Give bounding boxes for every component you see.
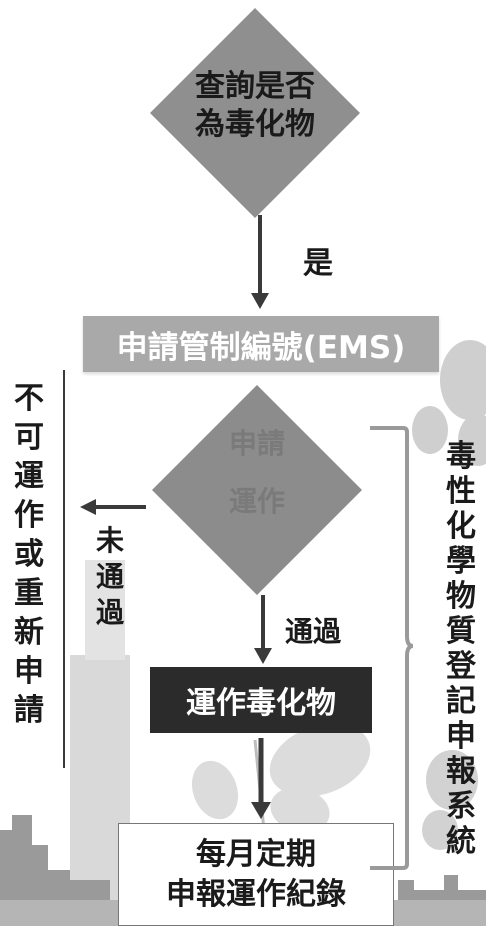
decision-operate-diamond xyxy=(152,385,362,595)
not-allowed-char-1: 不 xyxy=(14,381,44,416)
arrow-pass xyxy=(254,595,272,664)
pass-label: 通過 xyxy=(285,615,342,648)
monthly-report-line-2: 申報運作紀錄 xyxy=(166,876,346,912)
reg-char-4: 學 xyxy=(446,544,476,579)
reg-char-7: 登 xyxy=(446,649,476,684)
butterfly-top-right-icon xyxy=(412,340,486,466)
fail-char-1: 未 xyxy=(95,524,124,557)
reg-char-10: 報 xyxy=(446,754,476,789)
fail-char-3: 過 xyxy=(95,596,124,629)
not-allowed-label: 不 可 運 作 或 重 新 申 請 xyxy=(8,384,50,726)
decision-operate-line-2: 運作 xyxy=(228,485,285,518)
not-allowed-char-9: 請 xyxy=(14,693,44,728)
right-bracket xyxy=(370,426,414,870)
arrow-report xyxy=(251,738,271,819)
butterfly-right-icon xyxy=(422,750,478,850)
fail-char-2: 通 xyxy=(95,560,124,593)
operate-chemical-label: 運作毒化物 xyxy=(186,686,336,721)
not-allowed-char-5: 或 xyxy=(14,537,44,572)
reg-char-2: 性 xyxy=(446,474,476,509)
reg-char-6: 質 xyxy=(446,614,476,649)
not-allowed-char-8: 申 xyxy=(14,654,44,689)
registration-system-label: 毒 性 化 學 物 質 登 記 申 報 系 統 xyxy=(440,442,482,857)
reg-char-11: 系 xyxy=(446,789,476,824)
yes-label: 是 xyxy=(303,246,333,281)
decision-query-line-1: 查詢是否 xyxy=(195,69,315,104)
not-allowed-char-2: 可 xyxy=(14,420,44,455)
decision-operate-line-1: 申請 xyxy=(228,427,285,460)
reg-char-12: 統 xyxy=(446,824,476,859)
not-allowed-char-7: 新 xyxy=(14,615,44,650)
not-allowed-char-4: 作 xyxy=(14,498,44,533)
not-allowed-divider xyxy=(63,370,65,768)
not-allowed-char-3: 運 xyxy=(14,459,44,494)
operate-chemical-box: 運作毒化物 xyxy=(150,667,372,733)
apply-control-number-label: 申請管制編號(EMS) xyxy=(116,329,406,366)
fail-label: 未 通 過 xyxy=(92,527,128,627)
reg-char-9: 申 xyxy=(446,719,476,754)
reg-char-8: 記 xyxy=(446,684,476,719)
butterfly-center-icon xyxy=(191,723,371,841)
not-allowed-char-6: 重 xyxy=(14,576,44,611)
monthly-report-line-1: 每月定期 xyxy=(196,836,316,872)
reg-char-1: 毒 xyxy=(446,439,476,474)
arrow-yes xyxy=(251,215,269,309)
decision-operate-label: 申請 運作 xyxy=(152,430,362,516)
monthly-report-box: 每月定期 申報運作紀錄 xyxy=(118,823,394,926)
decision-query-line-2: 為毒化物 xyxy=(195,107,315,142)
apply-control-number-box: 申請管制編號(EMS) xyxy=(83,316,439,372)
arrow-fail xyxy=(80,499,146,515)
reg-char-5: 物 xyxy=(446,579,476,614)
reg-char-3: 化 xyxy=(446,509,476,544)
decision-query-diamond xyxy=(150,8,360,218)
decision-query-label: 查詢是否 為毒化物 xyxy=(150,72,360,140)
